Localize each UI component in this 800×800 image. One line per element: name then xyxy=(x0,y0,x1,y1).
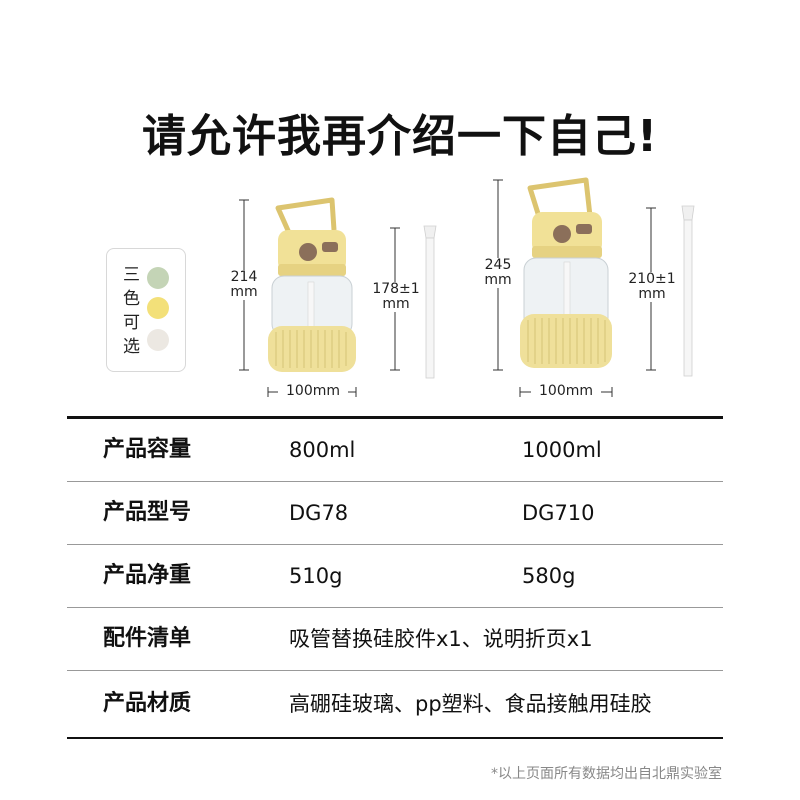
row-label: 产品净重 xyxy=(103,563,192,588)
bottle-small-illustration xyxy=(239,197,437,397)
small-height-dimension: 214 mm xyxy=(227,270,261,300)
large-height-dimension: 245 mm xyxy=(481,258,515,288)
product-image-small: 214 mm 178±1 mm 100mm xyxy=(227,190,460,410)
table-top-rule xyxy=(67,416,723,419)
row-value-small: 800ml xyxy=(289,438,356,462)
row-value-small: 510g xyxy=(289,564,343,588)
large-width-dimension: 100mm xyxy=(531,384,601,399)
small-straw-dimension: 178±1 mm xyxy=(368,282,424,312)
row-label: 配件清单 xyxy=(103,626,192,651)
color-options-panel: 三色可选 xyxy=(106,248,186,372)
row-value-large: 1000ml xyxy=(522,438,602,462)
row-value: 吸管替换硅胶件x1、说明折页x1 xyxy=(289,627,593,651)
row-label: 产品型号 xyxy=(103,500,192,525)
small-width-dimension: 100mm xyxy=(278,384,348,399)
row-label: 产品容量 xyxy=(103,437,192,462)
footnote: *以上页面所有数据均出自北鼎实验室 xyxy=(491,766,722,782)
page-title: 请允许我再介绍一下自己! xyxy=(141,111,659,162)
row-value-large: DG710 xyxy=(522,501,595,525)
row-label: 产品材质 xyxy=(103,691,192,716)
color-swatch-green[interactable] xyxy=(147,267,169,289)
product-image-large: 245 mm 210±1 mm 100mm xyxy=(478,172,718,410)
large-straw-dimension: 210±1 mm xyxy=(624,272,680,302)
bottle-large-illustration xyxy=(493,177,695,397)
table-row-material: 产品材质 高硼硅玻璃、pp塑料、食品接触用硅胶 xyxy=(67,671,723,739)
table-row-accessories: 配件清单 吸管替换硅胶件x1、说明折页x1 xyxy=(67,608,723,671)
row-value-small: DG78 xyxy=(289,501,349,525)
color-swatch-white[interactable] xyxy=(147,329,169,351)
color-options-label: 三色可选 xyxy=(123,265,140,357)
table-row-weight: 产品净重 510g 580g xyxy=(67,545,723,608)
row-value: 高硼硅玻璃、pp塑料、食品接触用硅胶 xyxy=(289,692,652,716)
spec-table: 产品容量 800ml 1000ml 产品型号 DG78 DG710 产品净重 5… xyxy=(67,416,723,739)
row-value-large: 580g xyxy=(522,564,576,588)
table-row-model: 产品型号 DG78 DG710 xyxy=(67,482,723,545)
table-row-capacity: 产品容量 800ml 1000ml xyxy=(67,419,723,482)
color-swatch-yellow[interactable] xyxy=(147,297,169,319)
